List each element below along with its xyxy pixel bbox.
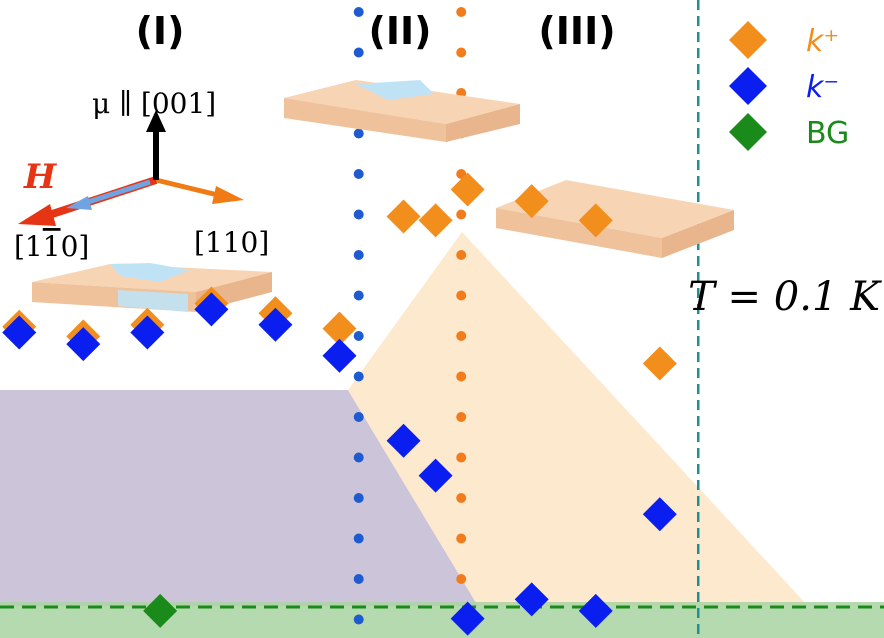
slab-illustration-3 (496, 180, 734, 258)
legend-label: k⁻ (806, 70, 839, 105)
data-point (258, 307, 293, 342)
region-label-3: (III) (538, 9, 615, 53)
legend-marker (729, 21, 767, 59)
data-point (322, 311, 357, 346)
slab-illustration-1 (32, 263, 272, 312)
region-label-2: (II) (368, 9, 431, 53)
data-point (386, 199, 421, 234)
data-point (2, 315, 37, 350)
data-point (130, 315, 165, 350)
data-point (66, 327, 101, 362)
data-point (450, 172, 485, 207)
temperature-annotation: T = 0.1 K (688, 274, 882, 320)
inset-axes (18, 110, 244, 226)
data-point (418, 458, 453, 493)
region-shade-ordered (0, 390, 478, 606)
data-point (418, 203, 453, 238)
data-point (194, 292, 229, 327)
data-point (642, 346, 677, 381)
direction-label-1: [110] (14, 230, 89, 263)
region-shade-transition (348, 232, 808, 606)
data-point (578, 203, 613, 238)
data-point (450, 601, 485, 636)
direction-label-2: [110] (194, 226, 269, 259)
slab-illustration-2 (284, 80, 520, 142)
data-point (386, 423, 421, 458)
data-point (642, 497, 677, 532)
legend-label: k⁺ (806, 24, 839, 59)
data-point (514, 582, 549, 617)
data-point (514, 184, 549, 219)
data-point (143, 593, 178, 628)
legend-marker (729, 113, 767, 151)
series-layer (2, 172, 677, 636)
h-field-label: H (23, 157, 58, 197)
mu-label: μ ∥ [001] (92, 87, 216, 120)
legend-label: BG (806, 116, 849, 151)
region-label-1: (I) (136, 9, 185, 53)
legend-marker (729, 67, 767, 105)
legend: k⁺ k⁻ BG (729, 21, 849, 151)
series-2 (2, 292, 677, 636)
data-point (578, 593, 613, 628)
data-point (322, 338, 357, 373)
direction-label-1-bar: 1 (43, 230, 61, 263)
series-3 (143, 593, 178, 628)
